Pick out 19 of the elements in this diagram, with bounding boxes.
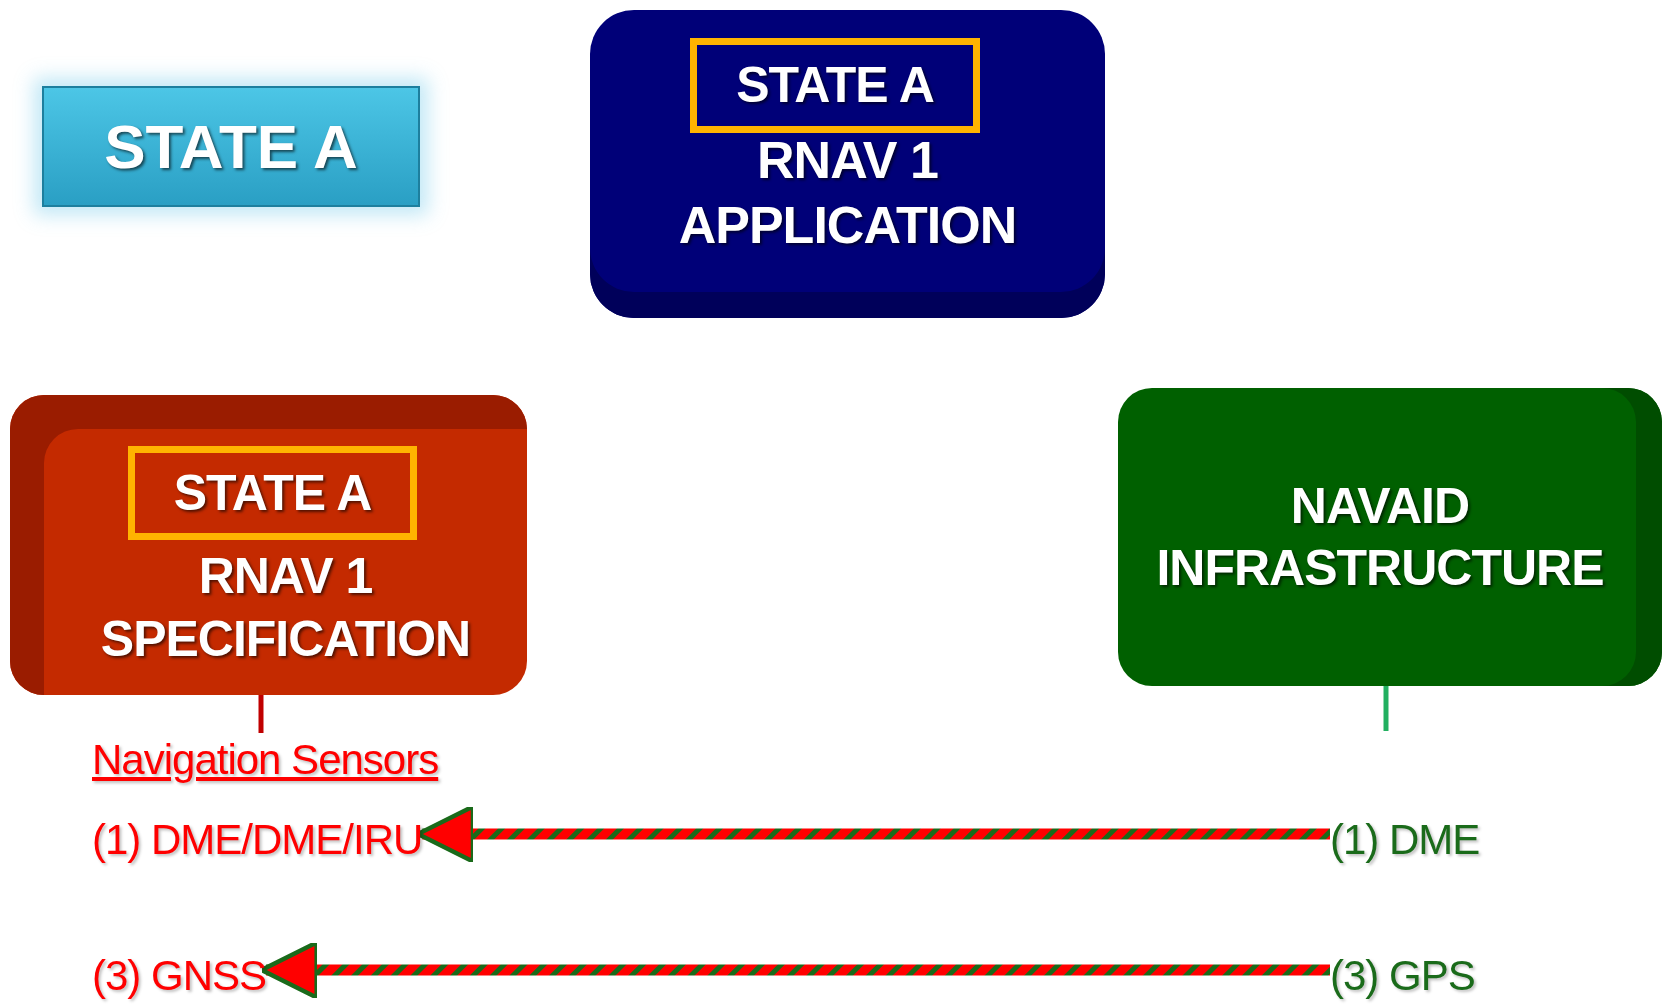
specification-box (10, 395, 527, 695)
title-box (42, 86, 420, 207)
connector-line (1383, 686, 1389, 731)
connector-line (258, 695, 264, 733)
navaid-label: (1) DME (1330, 816, 1480, 864)
state-frame (690, 38, 980, 133)
sensor-label: (1) DME/DME/IRU (92, 816, 423, 864)
state-label: STATE A (173, 463, 372, 523)
box-title: RNAV 1 SPECIFICATION (99, 547, 472, 669)
sensor-label: (3) GNSS (92, 952, 267, 1000)
navaid-label: (3) GPS (1330, 952, 1475, 1000)
state-frame (128, 446, 417, 540)
infrastructure-box (1118, 388, 1662, 686)
box-title: NAVAID INFRASTRUCTURE (1155, 476, 1605, 598)
section-heading: Navigation Sensors (92, 736, 439, 784)
box-title: STATE A (104, 110, 358, 183)
application-box (590, 10, 1105, 318)
state-label: STATE A (736, 56, 934, 116)
box-title: RNAV 1 APPLICATION (677, 130, 1018, 256)
